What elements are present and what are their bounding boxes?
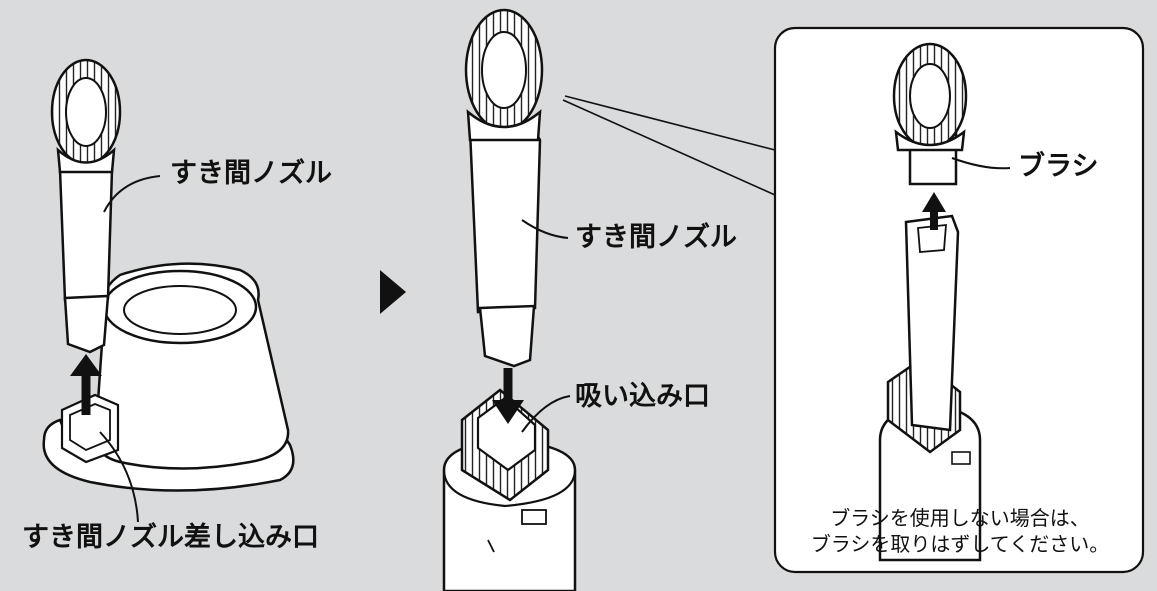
usage-note-line2: ブラシを取りはずしてください。	[810, 532, 1110, 556]
usage-note: ブラシを使用しない場合は、 ブラシを取りはずしてください。	[790, 505, 1130, 557]
nozzle-left	[50, 58, 161, 523]
stand-illustration	[42, 262, 295, 492]
nozzle-label-middle: すき間ノズル	[575, 222, 737, 253]
usage-note-line1: ブラシを使用しない場合は、	[830, 506, 1090, 530]
nozzle-label-left: すき間ノズル	[170, 158, 332, 189]
nozzle-middle	[464, 8, 569, 424]
callout-panel	[562, 26, 1145, 574]
step-arrow-icon	[380, 270, 406, 314]
insert-port-label: すき間ノズル差し込み口	[22, 522, 319, 553]
suction-port-label: 吸い込み口	[575, 381, 710, 412]
brush-label: ブラシ	[1018, 151, 1099, 182]
